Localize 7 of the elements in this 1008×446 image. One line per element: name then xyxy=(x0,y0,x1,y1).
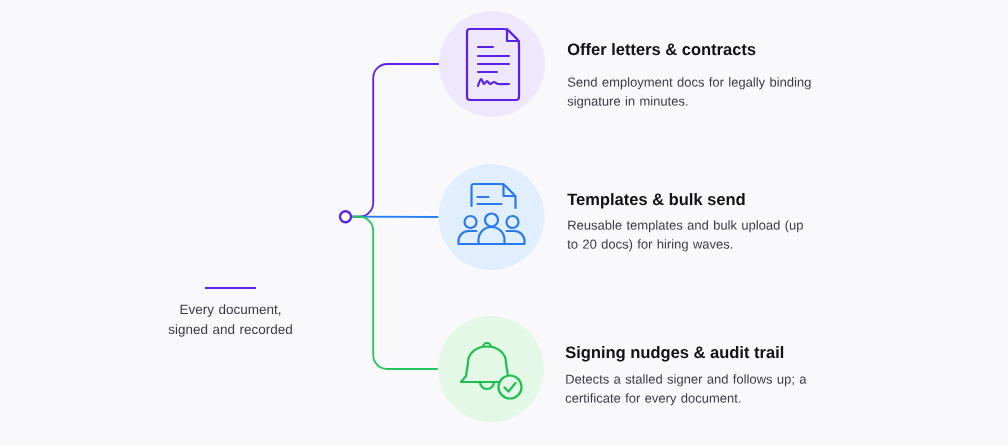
feature-title: Signing nudges & audit trail xyxy=(565,346,784,362)
feature-description: Send employment docs for legally binding signature in minutes. xyxy=(567,77,811,109)
feature-description: Detects a stalled signer and follows up; a certificate for every document. xyxy=(565,374,807,406)
tagline: Every document, signed and recorded xyxy=(168,304,292,337)
feature-title: Offer letters & contracts xyxy=(567,43,756,56)
feature-title: Templates & bulk send xyxy=(567,193,745,209)
feature-description: Reusable templates and bulk upload (up to 20 docs) for hiring waves. xyxy=(567,220,803,252)
